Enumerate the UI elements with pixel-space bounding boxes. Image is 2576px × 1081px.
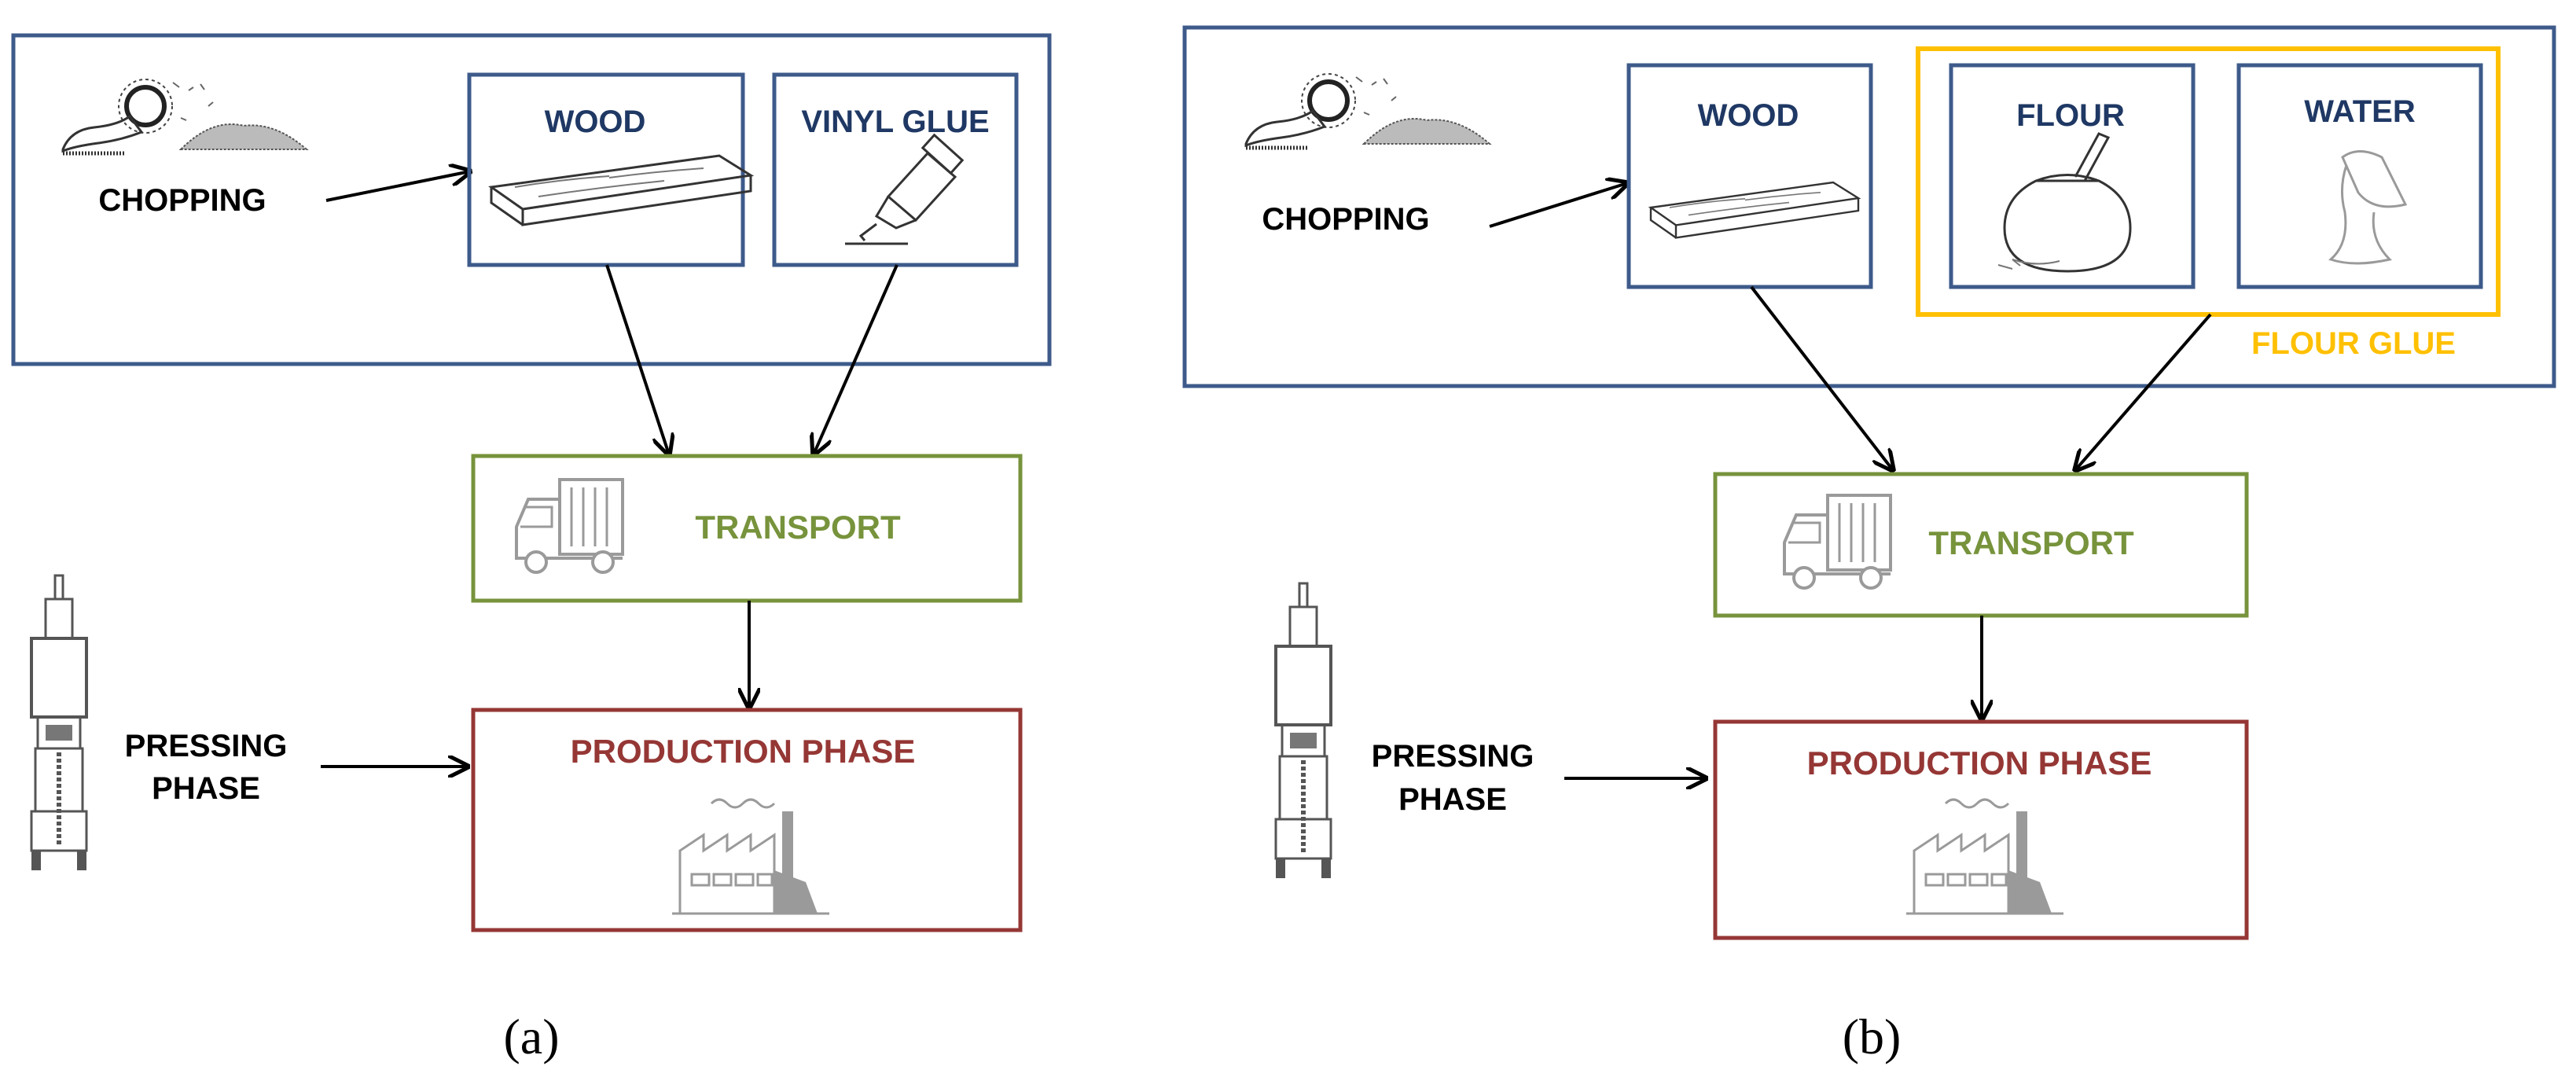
arrow-glue-to-transport-b [2075, 313, 2212, 470]
arrow-chopping-to-wood-b [1489, 183, 1627, 228]
press-machine-icon [31, 575, 86, 870]
wood-box-a [467, 72, 745, 267]
pressing-label-b-line2: PHASE [1398, 782, 1507, 817]
factory-icon [671, 798, 831, 915]
transport-box-a [471, 454, 1023, 603]
flour-sack-icon [1997, 132, 2132, 273]
raw-materials-frame-b [1182, 25, 2556, 388]
water-pour-icon [2328, 150, 2408, 265]
chopping-label-a: CHOPPING [98, 183, 266, 218]
arrow-wood-to-transport-a [605, 264, 669, 454]
truck-icon [1783, 494, 1892, 590]
panel-a: CHOPPING WOOD VINYL GLUE TRANSPORT PRESS… [11, 33, 1052, 1064]
wood-box-b [1626, 63, 1873, 289]
production-box-a [471, 708, 1023, 932]
wood-label-b: WOOD [1698, 98, 1799, 133]
panel-b: CHOPPING WOOD FLOUR WATER FLOUR GLUE TRA… [1182, 25, 2556, 1064]
pressing-label-b-line1: PRESSING [1372, 739, 1534, 774]
flour-label-b: FLOUR [2016, 98, 2125, 133]
caption-a: (a) [503, 1009, 559, 1064]
caption-b: (b) [1843, 1009, 1902, 1064]
wood-plank-icon [1649, 181, 1860, 239]
raw-materials-frame-a [11, 33, 1052, 366]
pressing-label-a-line2: PHASE [152, 771, 260, 806]
arrow-wood-to-transport-b [1750, 285, 1893, 470]
flour-glue-group-box [1916, 46, 2501, 317]
factory-icon [1905, 798, 2065, 915]
truck-icon [515, 478, 624, 574]
arrow-glue-to-transport-a [814, 264, 898, 454]
wood-label-a: WOOD [545, 105, 646, 139]
production-label-a: PRODUCTION PHASE [571, 733, 916, 770]
press-machine-icon [1276, 583, 1331, 878]
chipper-icon [63, 79, 307, 153]
wood-plank-icon [490, 154, 752, 226]
vinyl-glue-label-a: VINYL GLUE [801, 105, 989, 139]
flour-glue-label: FLOUR GLUE [2251, 326, 2456, 361]
water-box-b [2236, 63, 2483, 289]
vinyl-glue-box-a [772, 72, 1019, 267]
chopping-label-b: CHOPPING [1262, 202, 1429, 237]
arrow-chopping-to-wood-a [325, 171, 470, 202]
pressing-label-a-line1: PRESSING [125, 729, 288, 763]
chipper-icon [1246, 74, 1490, 148]
glue-tube-icon [845, 133, 965, 245]
transport-label-a: TRANSPORT [695, 509, 901, 546]
transport-label-b: TRANSPORT [1928, 524, 2134, 561]
production-box-b [1713, 719, 2249, 940]
water-label-b: WATER [2304, 94, 2416, 129]
production-label-b: PRODUCTION PHASE [1807, 745, 2152, 781]
flour-box-b [1949, 63, 2196, 289]
